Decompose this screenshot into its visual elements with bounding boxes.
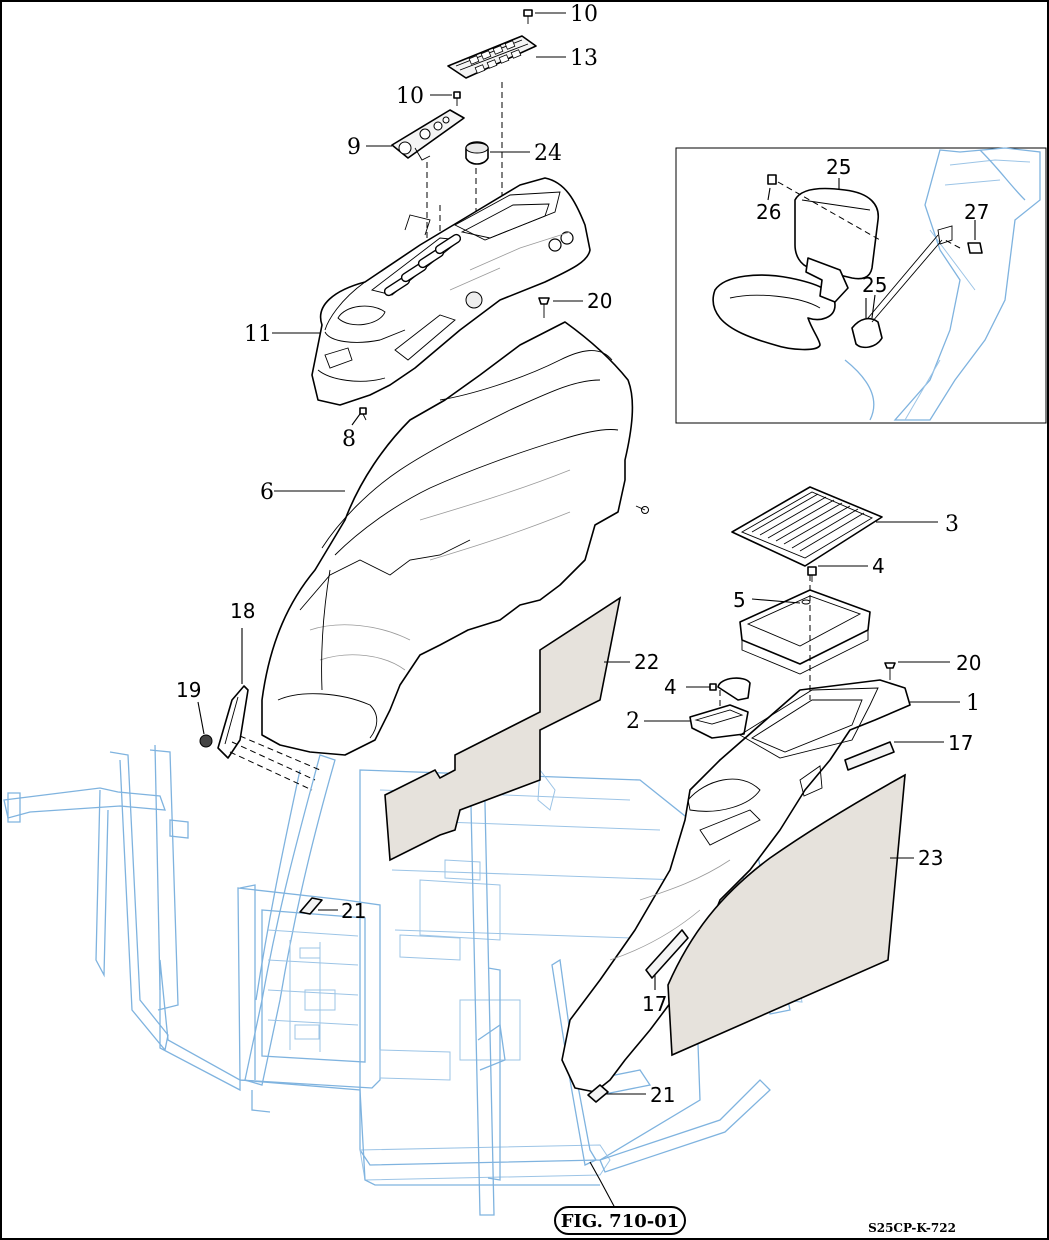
- left-small-parts: [199, 685, 321, 791]
- bracket-18: [217, 685, 249, 759]
- inset-panel: [675, 147, 1047, 424]
- cover-6: [261, 321, 649, 756]
- callout-4-left: 4: [664, 675, 677, 699]
- callout-25-mid: 25: [862, 273, 887, 297]
- strip-17-right: [844, 741, 895, 771]
- top-parts: [391, 9, 537, 340]
- seat-back: [794, 187, 879, 280]
- callout-11: 11: [244, 322, 272, 347]
- callout-20-top: 20: [587, 289, 612, 313]
- callout-18: 18: [230, 599, 255, 623]
- callout-24: 24: [534, 141, 562, 166]
- switch-panel-13: [447, 35, 537, 79]
- drawing-code: S25CP-K-722: [868, 1221, 956, 1235]
- callout-5: 5: [733, 588, 746, 612]
- callout-23: 23: [918, 846, 943, 870]
- callout-17-right: 17: [948, 731, 973, 755]
- seat-cushion: [712, 274, 836, 351]
- callout-19: 19: [176, 678, 201, 702]
- callout-20-right: 20: [956, 651, 981, 675]
- callout-8: 8: [342, 427, 356, 452]
- callout-21-left: 21: [341, 899, 366, 923]
- callout-13: 13: [570, 46, 598, 71]
- tray-3: [731, 486, 883, 567]
- leader-lines: [197, 12, 960, 1209]
- seatbelt-buckle: [851, 317, 883, 349]
- pad-21-left: [299, 897, 323, 915]
- mat-23: [667, 773, 906, 1057]
- callout-9: 9: [347, 135, 361, 160]
- strip-17-lower: [645, 929, 689, 979]
- callout-26: 26: [756, 200, 781, 224]
- console-11: [311, 177, 591, 421]
- right-parts: [561, 486, 911, 1103]
- callout-10-mid: 10: [396, 84, 424, 109]
- callout-3: 3: [945, 512, 959, 537]
- callout-17-lower: 17: [642, 992, 667, 1016]
- callout-21-right: 21: [650, 1083, 675, 1107]
- callout-10-top: 10: [570, 2, 598, 27]
- callout-25-top: 25: [826, 155, 851, 179]
- callout-labels: 10 13 10 9 24 11 20 8 6 18 19 22 21 3 4 …: [176, 2, 989, 1107]
- callout-27: 27: [964, 200, 989, 224]
- callout-2: 2: [626, 709, 640, 734]
- callout-4-right: 4: [872, 554, 885, 578]
- callout-22: 22: [634, 650, 659, 674]
- mat-22: [384, 596, 622, 862]
- figure-reference: FIG. 710-01: [561, 1211, 680, 1232]
- figure-reference-badge: FIG. 710-01: [554, 1206, 686, 1235]
- callout-6: 6: [260, 480, 274, 505]
- callout-1: 1: [966, 691, 980, 716]
